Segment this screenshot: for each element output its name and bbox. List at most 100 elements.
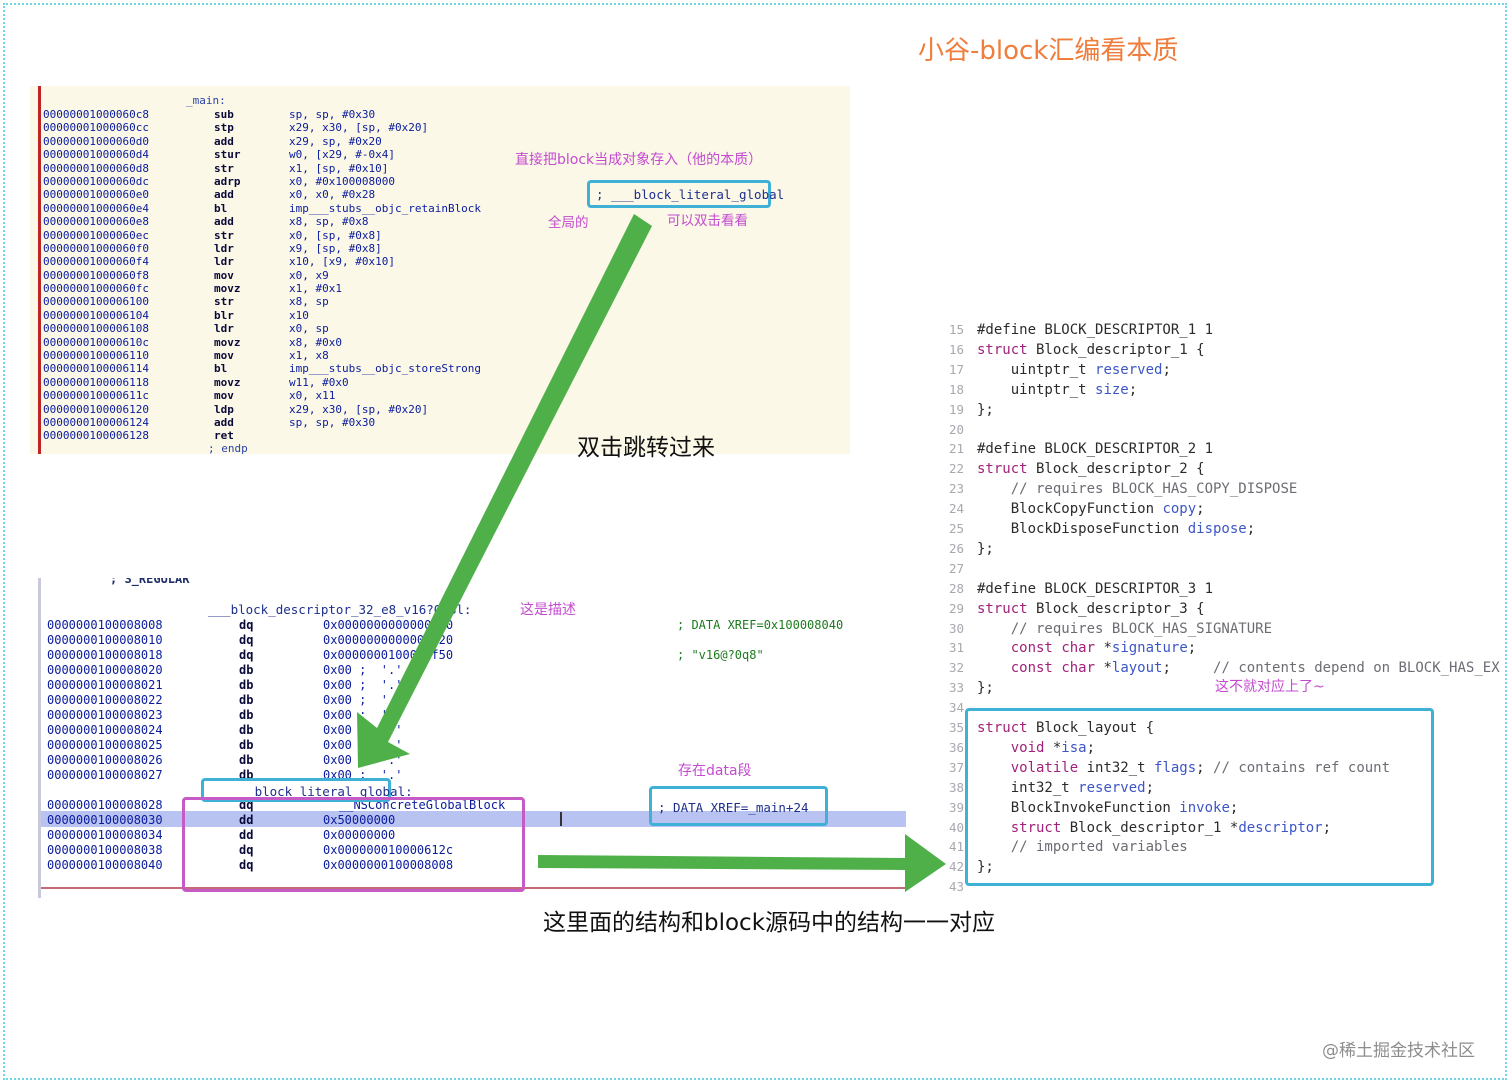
line-number: 19 <box>948 401 964 417</box>
asm-addr: 00000001000060e8 <box>43 215 149 229</box>
line-number: 22 <box>948 461 964 477</box>
data-addr: 0000000100008026 <box>47 753 163 767</box>
data-addr: 0000000100008027 <box>47 768 163 782</box>
asm-args: x8, sp <box>289 295 329 309</box>
code-line: 30 // requires BLOCK_HAS_SIGNATURE <box>942 619 1272 639</box>
asm-args: sp, sp, #0x30 <box>289 415 376 429</box>
asm-args: x29, x30, [sp, #0x20] <box>289 121 429 135</box>
line-number: 16 <box>948 341 964 357</box>
data-addr: 0000000100008034 <box>47 828 163 842</box>
asm-op: mov <box>214 268 234 282</box>
panel-bar <box>38 578 41 898</box>
asm-op: ldr <box>214 255 234 269</box>
code-line: 20 <box>942 420 964 440</box>
asm-op: blr <box>214 308 234 322</box>
asm-args: x29, sp, #0x20 <box>289 134 382 148</box>
code-line: 37 volatile int32_t flags; // contains r… <box>942 758 1390 778</box>
asm-op: sub <box>214 108 234 121</box>
asm-args: x0, x0, #0x28 <box>289 188 376 202</box>
code-line: 24 BlockCopyFunction copy; <box>942 499 1205 519</box>
function-bar <box>38 86 41 454</box>
diagram-title: 小谷-block汇编看本质 <box>918 36 1179 66</box>
code-text: volatile int32_t flags; // contains ref … <box>1010 759 1391 776</box>
data-op: dd <box>239 813 254 827</box>
data-args: 0x00 ; '.' <box>323 738 403 752</box>
code-text: const char *layout; // contents depend o… <box>1010 660 1500 677</box>
literal-label-text: ___block_literal_global: <box>232 784 413 799</box>
data-op: db <box>239 693 254 707</box>
data-addr: 0000000100008025 <box>47 738 163 752</box>
code-line: 40 struct Block_descriptor_1 *descriptor… <box>942 818 1331 838</box>
data-addr: 0000000100008022 <box>47 693 163 707</box>
asm-op: add <box>214 188 234 202</box>
data-addr: 0000000100008008 <box>47 618 163 632</box>
dotted-frame <box>3 3 1507 1080</box>
data-args: 0x50000000 <box>323 813 396 827</box>
code-text: uintptr_t size; <box>977 381 1138 398</box>
note-description: 这是描述 <box>520 602 576 618</box>
asm-op: stp <box>214 121 234 135</box>
code-line: 32 const char *layout; // contents depen… <box>942 658 1500 678</box>
asm-op: add <box>214 134 234 148</box>
data-op: db <box>239 723 254 737</box>
data-addr: 0000000100008040 <box>47 858 163 872</box>
asm-args: x0, x11 <box>289 389 336 403</box>
code-text: }; <box>977 859 994 876</box>
asm-addr: 000000010000610c <box>43 335 149 349</box>
note-global: 全局的 <box>548 215 589 231</box>
code-text: // requires BLOCK_HAS_COPY_DISPOSE <box>1010 481 1298 498</box>
data-addr: 0000000100008018 <box>47 648 163 662</box>
literal-global-box: ; ___block_literal_global <box>587 180 784 208</box>
data-op: db <box>239 738 254 752</box>
asm-op: movz <box>214 282 241 296</box>
code-text: const char *signature; <box>1010 640 1197 657</box>
data-op: dq <box>239 858 254 872</box>
asm-addr: 0000000100006100 <box>43 295 149 309</box>
data-op: dq <box>239 618 254 632</box>
code-line: 43 <box>942 877 964 897</box>
line-number: 32 <box>948 660 964 676</box>
data-op: dq <box>239 633 254 647</box>
asm-args: x1, #0x1 <box>289 282 342 296</box>
code-text: void *isa; <box>1010 739 1096 756</box>
asm-args: x0, #0x100008000 <box>289 174 395 188</box>
literal-global-text: ; ___block_literal_global <box>596 187 785 202</box>
asm-op: str <box>214 228 234 242</box>
watermark: @稀土掘金技术社区 <box>1322 1041 1475 1061</box>
text-cursor <box>560 812 562 826</box>
asm-addr: 00000001000060fc <box>43 282 149 296</box>
asm-op: add <box>214 415 234 429</box>
data-op: db <box>239 753 254 767</box>
line-number: 27 <box>948 560 964 576</box>
data-args: 0x00 ; '.' <box>323 723 403 737</box>
code-text: struct Block_descriptor_2 { <box>977 461 1205 478</box>
data-row: 0000000100008025 db 0x00 ; '.' <box>47 738 906 753</box>
line-number: 25 <box>948 521 964 536</box>
asm-op: ret <box>214 429 234 443</box>
line-number: 29 <box>948 600 964 616</box>
code-line: 15#define BLOCK_DESCRIPTOR_1 1 <box>942 320 1213 340</box>
asm-args: x0, [sp, #0x8] <box>289 228 382 242</box>
code-text: BlockInvokeFunction invoke; <box>977 799 1239 816</box>
line-number: 30 <box>948 620 964 636</box>
asm-args: x0, x9 <box>289 268 329 282</box>
data-args: 0x00 ; '.' <box>323 753 403 767</box>
descriptor-label: ___block_descriptor_32_e8_v16?0l8l: <box>208 602 472 617</box>
asm-addr: 00000001000060cc <box>43 121 149 135</box>
code-text: // imported variables <box>1010 839 1188 856</box>
code-line: 27 <box>942 559 964 579</box>
asm-args: x8, #0x0 <box>289 335 342 349</box>
